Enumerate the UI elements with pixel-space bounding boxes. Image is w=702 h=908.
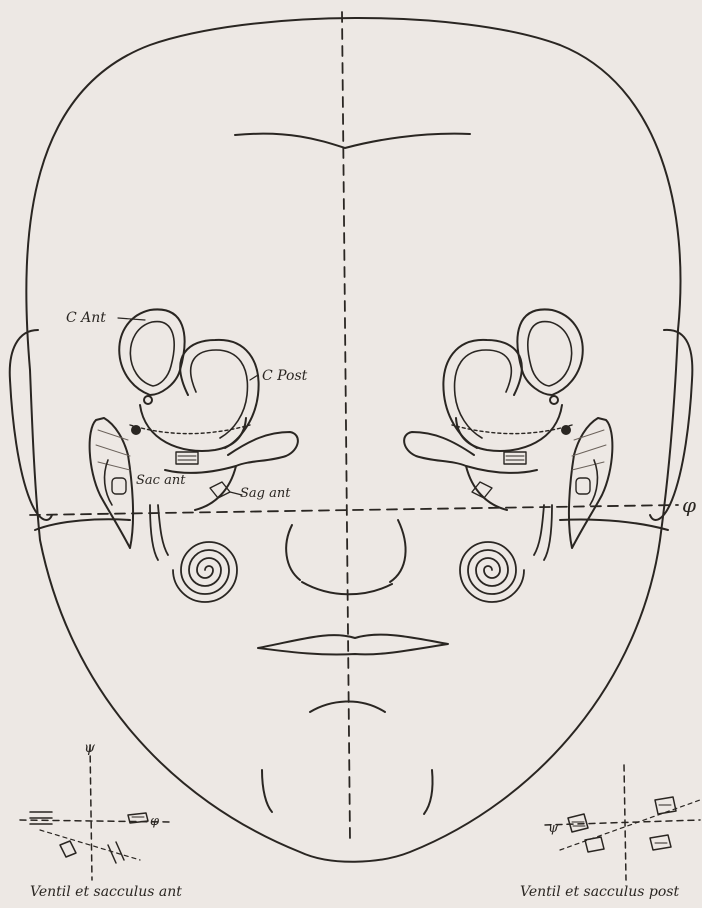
right-cochlea-spiral <box>460 542 524 602</box>
jaw-right <box>424 770 433 814</box>
nose-left <box>286 525 300 580</box>
chin-line <box>310 701 385 712</box>
label-sag-ant: Sag ant <box>240 486 291 501</box>
head-outline <box>26 18 680 862</box>
label-c-post: C Post <box>262 368 308 384</box>
forehead-line <box>235 134 470 148</box>
inset-left-caption: Ventil et sacculus ant <box>30 884 182 900</box>
right-cheek-line <box>560 519 668 530</box>
left-ear <box>10 330 52 520</box>
nose-right <box>390 520 406 582</box>
right-inner-ear <box>404 309 612 560</box>
mouth <box>258 635 448 655</box>
left-inner-ear <box>90 309 298 560</box>
vertical-midline <box>342 12 350 840</box>
inset-right-caption: Ventil et sacculus post <box>520 884 679 900</box>
inset-right-psi: ψ <box>548 821 559 836</box>
label-psi: ψ <box>84 740 96 756</box>
inset-left-phi: φ <box>150 814 160 829</box>
label-phi: φ <box>682 493 696 517</box>
jaw-left <box>262 770 272 812</box>
left-cochlea-spiral <box>173 542 237 602</box>
horizontal-phi-axis <box>30 505 678 515</box>
label-c-ant: C Ant <box>66 310 106 326</box>
label-sac-ant: Sac ant <box>136 473 186 488</box>
left-vestibule <box>140 405 246 451</box>
right-inset-diagram <box>545 765 700 880</box>
left-inset-diagram <box>20 745 170 880</box>
